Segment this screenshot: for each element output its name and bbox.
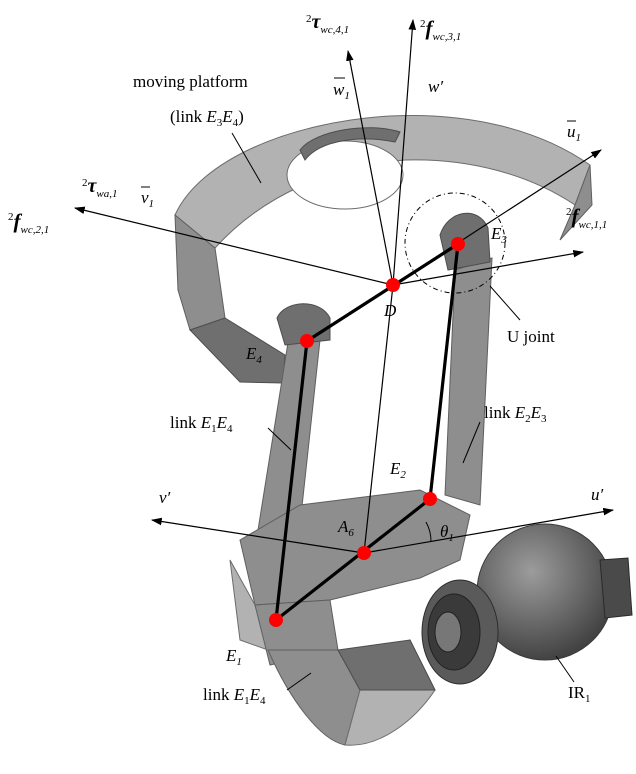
leg-e1e4-body <box>257 303 331 531</box>
label-link-e2e3: link E2E3 <box>484 403 547 425</box>
point-e2 <box>423 492 437 506</box>
link-e2-e3-line <box>428 242 460 501</box>
link-e1-e4-line <box>274 339 309 622</box>
label-f-wc31: 2fwc,3,1 <box>420 16 461 43</box>
label-v-prime: v′ <box>159 488 171 507</box>
joint-points <box>269 237 465 627</box>
label-link-e1e4-lower: link E1E4 <box>203 685 266 707</box>
rigid-links <box>274 242 460 622</box>
label-w-prime: w′ <box>428 77 443 96</box>
point-d <box>386 278 400 292</box>
ir1-joint-body <box>421 523 633 685</box>
v-bar-axis <box>73 206 394 286</box>
label-w-bar: w1 <box>333 80 350 102</box>
label-point-d: D <box>383 301 397 320</box>
link-e3-e4-line <box>305 242 460 343</box>
u-prime-axis <box>363 507 615 554</box>
moving-platform-body <box>174 114 593 384</box>
label-tau-wc41: 2τwc,4,1 <box>306 11 349 36</box>
coordinate-axes <box>73 18 615 554</box>
label-link-e3e4: (link E3E4) <box>170 107 244 129</box>
label-point-e2: E2 <box>389 459 406 481</box>
label-point-e1: E1 <box>225 646 242 668</box>
w-bar-axis <box>346 49 394 286</box>
point-e4 <box>300 334 314 348</box>
label-point-e4: E4 <box>245 344 262 366</box>
leader-lines <box>231 132 575 691</box>
label-theta: θ1 <box>440 522 454 544</box>
label-f-wc21: 2fwc,2,1 <box>8 209 49 236</box>
label-moving-platform: moving platform <box>133 72 248 91</box>
label-tau-wa1: 2τwa,1 <box>82 175 117 200</box>
label-f-wc11: 2fwc,1,1 <box>566 204 607 231</box>
base-link-body <box>229 489 471 746</box>
label-point-e3: E3 <box>490 224 507 246</box>
u-joint-outline <box>404 192 506 294</box>
point-a6 <box>357 546 371 560</box>
label-v-bar: v1 <box>141 188 154 210</box>
label-u-joint: U joint <box>507 327 555 346</box>
label-u-bar: u1 <box>567 122 581 144</box>
label-point-a6: A6 <box>337 517 354 539</box>
label-ir1: IR1 <box>568 683 591 705</box>
label-u-prime: u′ <box>591 485 604 504</box>
leg-e2e3-body <box>439 212 493 506</box>
link-e1-e2-line <box>274 497 432 622</box>
label-link-e1e4-upper: link E1E4 <box>170 413 233 435</box>
f-wc11-axis <box>392 249 585 286</box>
w-prime-axis <box>392 18 417 286</box>
point-e3 <box>451 237 465 251</box>
v-prime-axis <box>150 517 365 554</box>
point-e1 <box>269 613 283 627</box>
d-a6-line <box>363 284 394 554</box>
theta-arc <box>425 521 432 543</box>
